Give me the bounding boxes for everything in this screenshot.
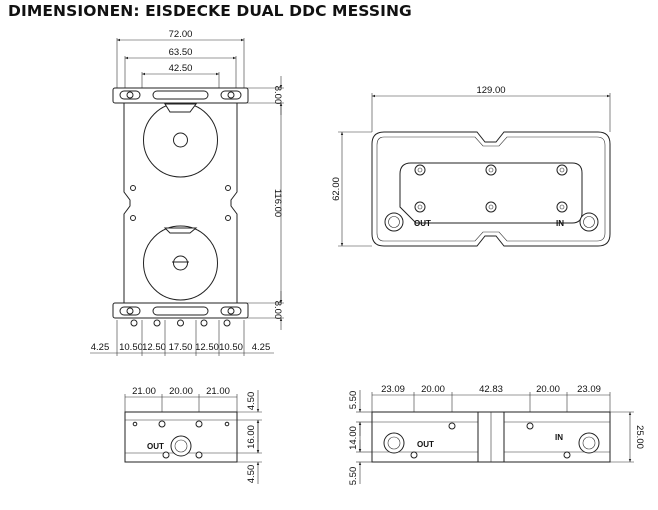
dim-small-right-3: 4.50 [246,465,257,484]
label-in: IN [556,219,564,228]
dim-side-height: 62.00 [331,177,342,201]
dim-bottom-7: 4.25 [252,342,271,353]
dim-bottom-6: 10.50 [219,342,243,353]
dim-large-left-1: 5.50 [348,391,359,410]
port-in-hole [579,212,599,232]
top-view: 72.00 63.50 42.50 8.00 116.00 8.00 4.25 … [90,29,284,356]
dim-large-left-2: 14.00 [348,426,359,450]
page-title: DIMENSIONEN: EISDECKE DUAL DDC MESSING [8,2,412,20]
dim-bottom-2: 10.50 [119,342,143,353]
dim-large-left-3: 5.50 [348,467,359,486]
dim-bottom-1: 4.25 [91,342,110,353]
dim-width-mid: 63.50 [169,47,193,58]
label-large-out: OUT [417,440,434,449]
label-out: OUT [414,219,431,228]
label-large-in: IN [555,433,563,442]
dim-small-right-2: 16.00 [246,425,257,449]
label-small-out: OUT [147,442,164,451]
dim-bottom-4: 17.50 [169,342,193,353]
dim-bottom-5: 12.50 [195,342,219,353]
small-front-view: 21.00 20.00 21.00 4.50 16.00 4.50 OUT [124,386,262,484]
dim-bottom-3: 12.50 [142,342,166,353]
bottom-dimension-row: 4.25 10.50 12.50 17.50 12.50 10.50 4.25 [91,342,271,353]
dim-large-top-1: 23.09 [381,384,405,395]
dim-tab-bottom: 8.00 [272,301,283,320]
dim-large-right: 25.00 [634,425,645,449]
dim-large-top-5: 23.09 [577,384,601,395]
dim-height: 116.00 [272,189,283,217]
dim-small-top-3: 21.00 [206,386,230,397]
large-front-view: 23.09 20.00 42.83 20.00 23.09 5.50 14.00… [348,384,645,485]
dim-width-inner: 42.50 [169,63,193,74]
dim-tab-top: 8.00 [272,86,283,105]
dim-large-top-2: 20.00 [421,384,445,395]
dim-large-top-3: 42.83 [479,384,503,395]
dim-small-right-1: 4.50 [246,392,257,411]
dim-large-top-4: 20.00 [536,384,560,395]
dim-small-top-2: 20.00 [169,386,193,397]
side-view: 129.00 62.00 OUT IN [331,85,611,247]
dim-small-top-1: 21.00 [132,386,156,397]
dim-width-total: 72.00 [169,29,193,40]
port-out-hole [384,212,404,232]
dim-length: 129.00 [476,85,505,96]
